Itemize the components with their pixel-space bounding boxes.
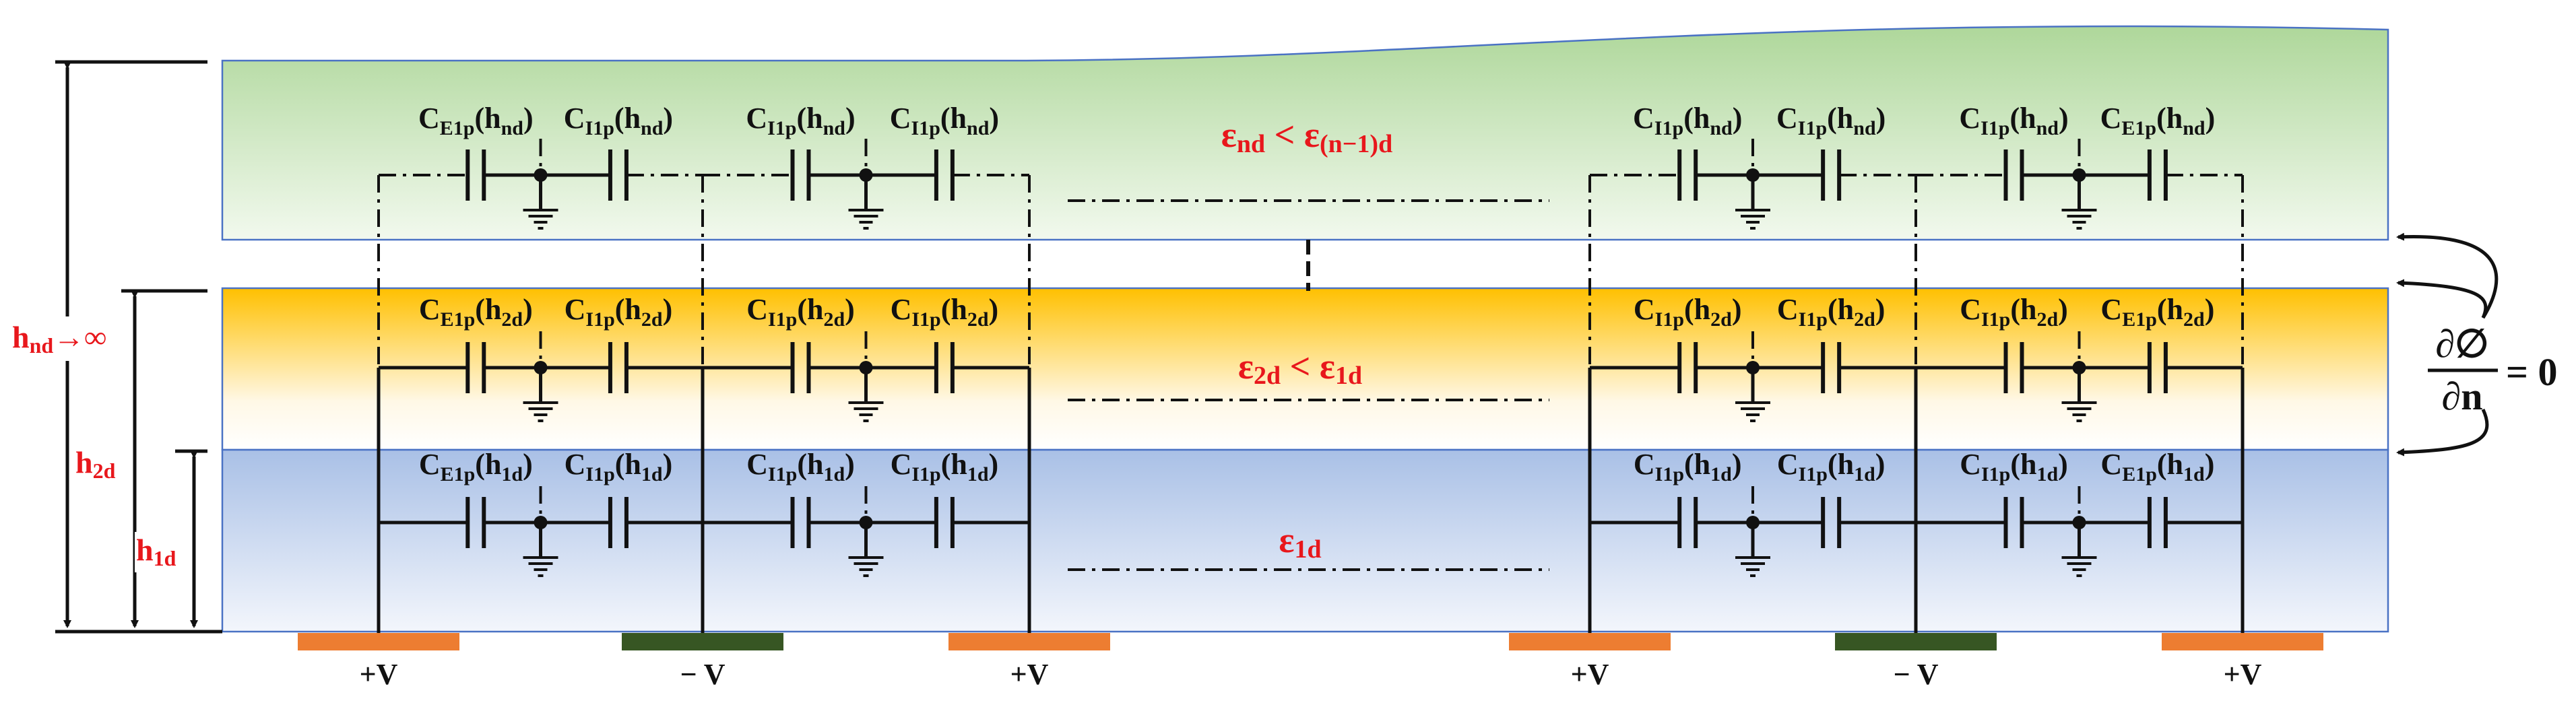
electrode-2: − V: [622, 175, 783, 691]
boundary-condition: ∂∅ ∂n = 0: [2396, 232, 2558, 457]
electrode-label: +V: [2224, 658, 2262, 691]
ground-icon: [1735, 523, 1770, 577]
capacitor-label: CI1p(h1d): [1634, 448, 1742, 485]
ground-icon: [523, 368, 558, 422]
capacitor-label: CI1p(h1d): [1960, 448, 2068, 485]
bc-rhs: = 0: [2506, 350, 2558, 394]
capacitor-label: CI1p(h2d): [565, 293, 673, 331]
capacitor-label: CI1p(hnd): [1959, 102, 2068, 139]
capacitor-branch-nd: [1916, 139, 2243, 230]
capacitor-label: CI1p(h1d): [1777, 448, 1886, 485]
capacitor-label: CI1p(h1d): [891, 448, 999, 485]
capacitor-branch-1d: [379, 486, 703, 577]
electrode-5: − V: [1835, 175, 1997, 691]
capacitor-label: CI1p(h2d): [891, 293, 999, 331]
capacitor-branch-2d: [1590, 331, 1916, 422]
capacitor-label: CE1p(h2d): [2100, 293, 2214, 331]
electrode-6: +V: [2162, 175, 2323, 691]
bc-numerator: ∂∅: [2435, 322, 2488, 366]
electrode-1: +V: [298, 175, 459, 691]
ground-icon: [1735, 175, 1770, 230]
capacitor-branch-2d: [703, 331, 1029, 422]
capacitor-label: CI1p(h2d): [1634, 293, 1742, 331]
electrode-label: +V: [360, 658, 398, 691]
capacitor-label: CI1p(hnd): [890, 102, 999, 139]
ground-icon: [2061, 175, 2097, 230]
height-2d: h2d: [75, 445, 116, 483]
electrode-label: +V: [1010, 658, 1049, 691]
capacitor-label: CI1p(hnd): [564, 102, 673, 139]
electrode-3: +V: [948, 175, 1110, 691]
ground-icon: [523, 175, 558, 230]
electrode-pad-positive: [2162, 633, 2323, 650]
electrode-pad-positive: [1509, 633, 1671, 650]
capacitor-label: CE1p(hnd): [2100, 102, 2216, 139]
ground-icon: [2061, 368, 2097, 422]
permittivity-1d: ε1d: [1279, 520, 1321, 564]
capacitor-branch-2d: [1916, 331, 2243, 422]
curved-arrow-icon: [2396, 232, 2499, 319]
height-1d-bg: [135, 532, 191, 572]
capacitor-label: CE1p(hnd): [418, 102, 534, 139]
layer-nd: [221, 25, 2389, 241]
ground-icon: [523, 523, 558, 577]
electrodes: +V − V +V +V − V +V: [298, 175, 2323, 691]
capacitor-label: CI1p(hnd): [746, 102, 855, 139]
electrode-pad-positive: [298, 633, 459, 650]
electrode-4: +V: [1509, 175, 1671, 691]
electrode-label: − V: [1893, 658, 1938, 691]
capacitor-branch-1d: [1916, 486, 2243, 577]
curved-arrow-icon: [2396, 279, 2488, 319]
ground-icon: [848, 368, 884, 422]
capacitor-label: CI1p(hnd): [1633, 102, 1742, 139]
ground-icon: [848, 523, 884, 577]
capacitor-label: CI1p(h2d): [746, 293, 855, 331]
capacitor-label: CI1p(hnd): [1776, 102, 1886, 139]
capacitor-branch-nd: [1590, 139, 1916, 230]
height-nd-bg: [9, 316, 128, 361]
capacitor-label: CI1p(h1d): [565, 448, 673, 485]
height-1d: h1d: [136, 533, 176, 570]
permittivity-nd: εnd < ε(n−1)d: [1221, 114, 1392, 158]
capacitor-branch-1d: [1590, 486, 1916, 577]
capacitor-network: [379, 139, 2243, 577]
permittivity-2d: ε2d < ε1d: [1238, 346, 1362, 390]
capacitor-label: CE1p(h1d): [2100, 448, 2214, 485]
electrode-label: +V: [1571, 658, 1609, 691]
capacitor-label: CI1p(h2d): [1777, 293, 1886, 331]
ground-icon: [848, 175, 884, 230]
capacitor-labels: CE1p(hnd) CI1p(hnd) CI1p(hnd) CI1p(hnd) CI1p…: [418, 102, 2215, 485]
height-2d-bg: [74, 444, 131, 485]
electrode-pad-negative: [622, 633, 783, 650]
ground-icon: [2061, 523, 2097, 577]
capacitor-branch-nd: [703, 139, 1029, 230]
capacitor-branch-1d: [703, 486, 1029, 577]
capacitor-label: CE1p(h1d): [419, 448, 533, 485]
capacitor-branch-nd: [379, 139, 703, 230]
capacitor-label: CI1p(h2d): [1960, 293, 2068, 331]
layer-1d: [221, 448, 2389, 633]
capacitor-label: CI1p(h1d): [746, 448, 855, 485]
electrode-pad-negative: [1835, 633, 1997, 650]
electrode-pad-positive: [948, 633, 1110, 650]
ground-icon: [1735, 368, 1770, 422]
capacitor-branch-2d: [379, 331, 703, 422]
capacitor-label: CE1p(h2d): [419, 293, 533, 331]
curved-arrow-icon: [2396, 408, 2489, 457]
bc-denominator: ∂n: [2442, 374, 2483, 418]
height-nd: hnd→∞: [12, 320, 106, 358]
electrode-label: − V: [680, 658, 725, 691]
